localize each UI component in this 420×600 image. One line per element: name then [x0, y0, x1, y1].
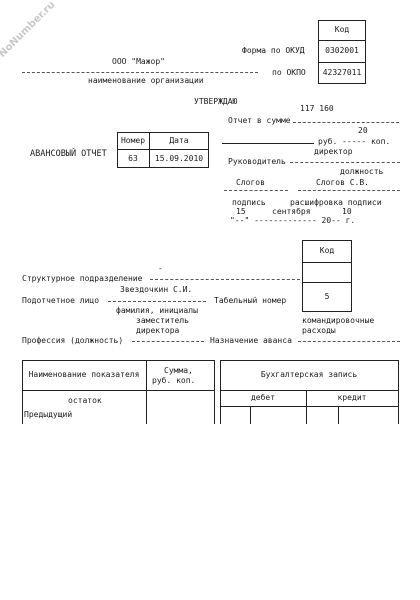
credit-header: кредит: [337, 393, 367, 402]
person-value: Звездочкин С.И.: [120, 285, 193, 294]
approve-head-label: Руководитель: [228, 157, 286, 166]
okpo-label: по ОКПО: [272, 68, 306, 77]
profession-label: Профессия (должность): [22, 336, 124, 345]
approve-signature-caption: подпись: [232, 198, 266, 207]
approve-year: 10: [342, 207, 352, 216]
col-name-header: Наименование показателя: [28, 370, 140, 379]
col-accounting-header: Бухгалтерская запись: [260, 370, 358, 379]
approve-sum-label: Отчет в сумме: [228, 116, 291, 125]
approve-kop-value: 20: [358, 126, 368, 135]
approve-title: УТВЕРЖДАЮ: [194, 97, 238, 106]
org-caption: наименование организации: [88, 76, 204, 85]
approve-sum-number: 117 160: [300, 104, 334, 113]
profession-value-1: заместитель: [136, 316, 189, 325]
org-name: ООО "Мажор": [112, 57, 165, 66]
person-label: Подотчетное лицо: [22, 296, 100, 305]
approve-month: сентября: [272, 207, 311, 216]
code-header: Код: [334, 25, 350, 34]
tab-number-value: 5: [324, 292, 330, 301]
dept-code-header: Код: [319, 246, 335, 255]
approve-decode-caption: расшифровка подписи: [290, 198, 382, 207]
approve-day: 15: [236, 207, 246, 216]
dept-label: Структурное подразделение: [22, 274, 143, 283]
dept-dash-value: -: [158, 264, 163, 273]
purpose-value-1: командировочные: [302, 316, 375, 325]
debit-header: дебет: [250, 393, 276, 402]
okpo-value: 42327011: [322, 68, 362, 77]
approve-position-value: директор: [314, 147, 353, 156]
okud-value: 0302001: [325, 46, 359, 55]
okud-code-box: [318, 20, 366, 84]
approve-position-caption: должность: [340, 167, 384, 176]
forma-okud-label: Форма по ОКУД: [242, 46, 305, 55]
purpose-value-2: расходы: [302, 326, 336, 335]
dept-code-box: [302, 240, 352, 312]
report-number-date-table: [117, 132, 209, 168]
col-sum-header-2: руб. коп.: [152, 376, 196, 385]
row-prev-label: Предыдущий: [24, 410, 73, 419]
report-date: 15.09.2010: [154, 153, 204, 163]
approve-rub-kop: руб. ----- коп.: [318, 137, 391, 146]
tab-number-label: Табельный номер: [214, 296, 287, 305]
approve-date-template: "--" ------------- 20-- г.: [230, 216, 356, 225]
person-caption: фамилия, инициалы: [116, 306, 198, 315]
report-title: АВАНСОВЫЙ ОТЧЕТ: [30, 149, 107, 159]
approve-decode-value: Слогов С.В.: [316, 178, 369, 187]
watermark: NoNumber.ru: [0, 0, 58, 60]
purpose-label: Назначение аванса: [210, 336, 292, 345]
approve-signature-value: Слогов: [236, 178, 265, 187]
report-date-header: Дата: [169, 135, 189, 145]
col-sum-header-1: Сумма,: [164, 366, 193, 375]
report-number-header: Номер: [120, 135, 146, 145]
report-number: 63: [128, 153, 138, 163]
row-rest-label: остаток: [68, 396, 102, 405]
profession-value-2: директора: [136, 326, 180, 335]
